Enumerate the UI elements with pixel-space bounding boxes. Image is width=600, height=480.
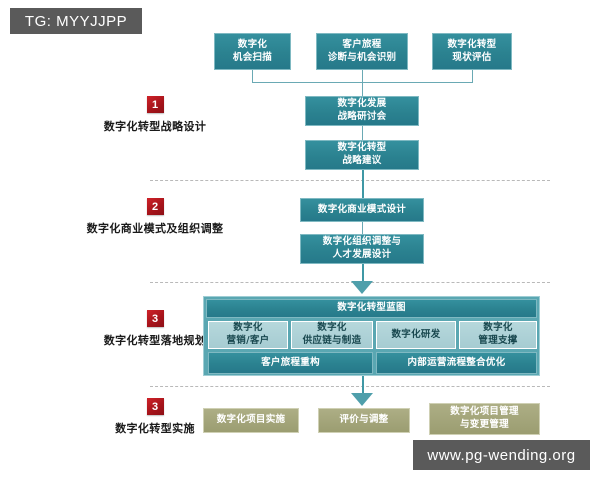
section-title-3: 数字化转型落地规划	[103, 334, 207, 347]
box-project-change-management-line1: 数字化项目管理	[450, 406, 519, 418]
box-project-implementation-label: 数字化项目实施	[216, 414, 286, 426]
box-strategy-workshop[interactable]: 数字化发展 战略研讨会	[305, 96, 419, 126]
blueprint-panel: 数字化转型蓝图 数字化 营销/客户 数字化 供应链与制造 数字化研发 数字化 管…	[203, 296, 540, 376]
box-org-talent-design[interactable]: 数字化组织调整与 人才发展设计	[300, 234, 424, 264]
connector-stage2	[362, 222, 363, 234]
box-strategy-recommendation[interactable]: 数字化转型 战略建议	[305, 140, 419, 170]
blueprint-pillar-management[interactable]: 数字化 管理支撑	[459, 321, 537, 349]
box-org-talent-design-line2: 人才发展设计	[332, 249, 392, 260]
box-org-talent-design-line1: 数字化组织调整与	[322, 236, 402, 248]
blueprint-pillar-supplychain-line2: 供应链与制造	[302, 335, 362, 346]
connector-bracket-down	[362, 82, 363, 96]
blueprint-pillar-marketing-line2: 营销/客户	[226, 335, 270, 346]
connector-top-2	[362, 70, 363, 82]
section-title-2: 数字化商业模式及组织调整	[86, 222, 224, 235]
blueprint-pillar-supplychain[interactable]: 数字化 供应链与制造	[291, 321, 373, 349]
section-separator-2	[150, 282, 550, 283]
section-label-2: 2 数字化商业模式及组织调整	[65, 198, 245, 236]
box-customer-journey-diagnosis-line2: 诊断与机会识别	[327, 51, 397, 63]
box-strategy-workshop-line2: 战略研讨会	[337, 111, 387, 122]
watermark-bottom-right: www.pg-wending.org	[413, 440, 590, 470]
section-badge-3: 3	[146, 310, 164, 327]
box-evaluation-adjustment-label: 评价与调整	[339, 414, 389, 426]
section-badge-4: 3	[146, 398, 164, 415]
section-title-1: 数字化转型战略设计	[103, 120, 207, 133]
blueprint-header-label: 数字化转型蓝图	[337, 302, 406, 314]
section-label-3: 3 数字化转型落地规划	[75, 310, 235, 348]
section-label-1: 1 数字化转型战略设计	[75, 96, 235, 134]
box-project-change-management-line2: 与变更管理	[459, 419, 509, 430]
arrow-to-implementation-icon	[351, 393, 373, 406]
box-opportunity-scan-line1: 数字化	[237, 38, 268, 50]
box-current-state-assessment-line2: 现状评估	[452, 51, 492, 63]
box-strategy-workshop-line1: 数字化发展	[337, 98, 387, 110]
connector-stage1-stage2	[362, 170, 364, 198]
blueprint-pillar-supplychain-line1: 数字化	[317, 322, 347, 334]
section-badge-2: 2	[146, 198, 164, 215]
blueprint-pillar-rnd[interactable]: 数字化研发	[376, 321, 456, 349]
connector-stage2-blueprint	[362, 264, 364, 282]
box-opportunity-scan[interactable]: 数字化 机会扫描	[214, 33, 291, 70]
connector-stage1	[362, 126, 363, 140]
section-title-4: 数字化转型实施	[115, 422, 195, 435]
connector-top-3	[472, 70, 473, 82]
box-opportunity-scan-line2: 机会扫描	[232, 51, 273, 63]
blueprint-pillar-marketing[interactable]: 数字化 营销/客户	[208, 321, 288, 349]
blueprint-pillar-marketing-line1: 数字化	[233, 322, 263, 334]
blueprint-stream-customer-journey-label: 客户旅程重构	[261, 356, 320, 368]
blueprint-header[interactable]: 数字化转型蓝图	[206, 299, 537, 318]
arrow-to-blueprint-icon	[351, 281, 373, 294]
blueprint-pillar-management-line1: 数字化	[483, 322, 513, 334]
box-project-implementation[interactable]: 数字化项目实施	[203, 408, 299, 433]
blueprint-pillar-management-line2: 管理支撑	[478, 335, 518, 346]
box-strategy-recommendation-line2: 战略建议	[342, 155, 382, 166]
box-business-model-design-line1: 数字化商业模式设计	[317, 203, 407, 215]
box-strategy-recommendation-line1: 数字化转型	[337, 142, 387, 154]
box-current-state-assessment-line1: 数字化转型	[447, 38, 497, 50]
connector-top-1	[252, 70, 253, 82]
section-separator-1	[150, 180, 550, 181]
box-project-change-management[interactable]: 数字化项目管理 与变更管理	[429, 403, 540, 435]
box-business-model-design[interactable]: 数字化商业模式设计	[300, 198, 424, 222]
section-label-4: 3 数字化转型实施	[75, 398, 235, 436]
blueprint-stream-customer-journey[interactable]: 客户旅程重构	[208, 352, 373, 374]
box-customer-journey-diagnosis-line1: 客户旅程	[342, 38, 382, 50]
blueprint-pillar-rnd-line1: 数字化研发	[391, 328, 441, 340]
connector-blueprint-stage4	[362, 376, 364, 394]
box-customer-journey-diagnosis[interactable]: 客户旅程 诊断与机会识别	[316, 33, 408, 70]
section-badge-1: 1	[146, 96, 164, 113]
blueprint-stream-internal-ops[interactable]: 内部运营流程整合优化	[376, 352, 537, 374]
watermark-top-left: TG: MYYJJPP	[10, 8, 142, 34]
blueprint-stream-internal-ops-label: 内部运营流程整合优化	[407, 356, 506, 368]
box-current-state-assessment[interactable]: 数字化转型 现状评估	[432, 33, 512, 70]
section-separator-3	[150, 386, 550, 387]
box-evaluation-adjustment[interactable]: 评价与调整	[318, 408, 410, 433]
